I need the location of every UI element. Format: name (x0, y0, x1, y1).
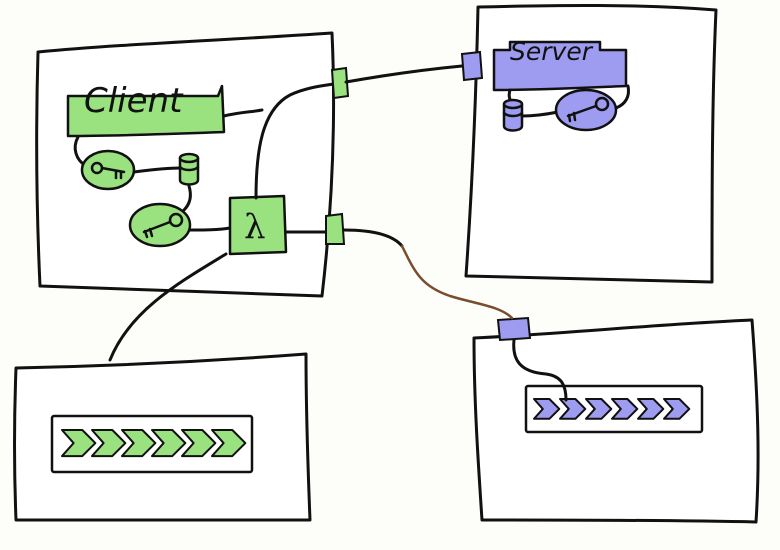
server-queue-bar (524, 384, 704, 434)
server-title: Server (510, 37, 594, 66)
client-db-to-key2-wire (182, 184, 192, 212)
client-banner-to-port-wire (222, 108, 264, 118)
client-queue-container (13, 352, 312, 522)
client-container: Client (35, 31, 350, 298)
key-icon (142, 212, 184, 239)
client-port-top (330, 66, 350, 100)
database-icon (178, 165, 200, 172)
client-key-node-1 (80, 149, 136, 191)
key-icon (90, 161, 126, 180)
client-banner-shape (66, 84, 226, 138)
server-port (460, 50, 484, 82)
lambda-icon: λ (244, 207, 266, 247)
client-title: Client (84, 81, 184, 121)
client-key-node-2 (128, 202, 192, 248)
server-key-to-banner-wire (614, 84, 630, 110)
client-key-to-db-wire (132, 166, 182, 174)
server-queue-container (472, 316, 760, 524)
database-icon (502, 111, 524, 118)
function-to-port-top-wire (254, 82, 336, 200)
client-title-banner: Client (66, 81, 226, 138)
server-container: Server (460, 3, 718, 284)
client-port-segment (342, 228, 404, 248)
server-database (502, 98, 524, 132)
server-queue-port-to-bar-wire (512, 338, 568, 402)
server-key-node (554, 88, 618, 132)
client-database (178, 152, 200, 186)
client-queue-bar (50, 414, 254, 474)
client-to-server-queue-wire (400, 244, 514, 320)
client-port-bottom (325, 212, 346, 245)
function-to-client-queue-wire (108, 252, 228, 362)
client-to-server-wire (344, 64, 464, 84)
client-key2-to-function-wire (188, 226, 232, 232)
server-queue-port (496, 316, 532, 342)
client-function-node: λ (228, 194, 288, 256)
key-icon (566, 96, 610, 123)
